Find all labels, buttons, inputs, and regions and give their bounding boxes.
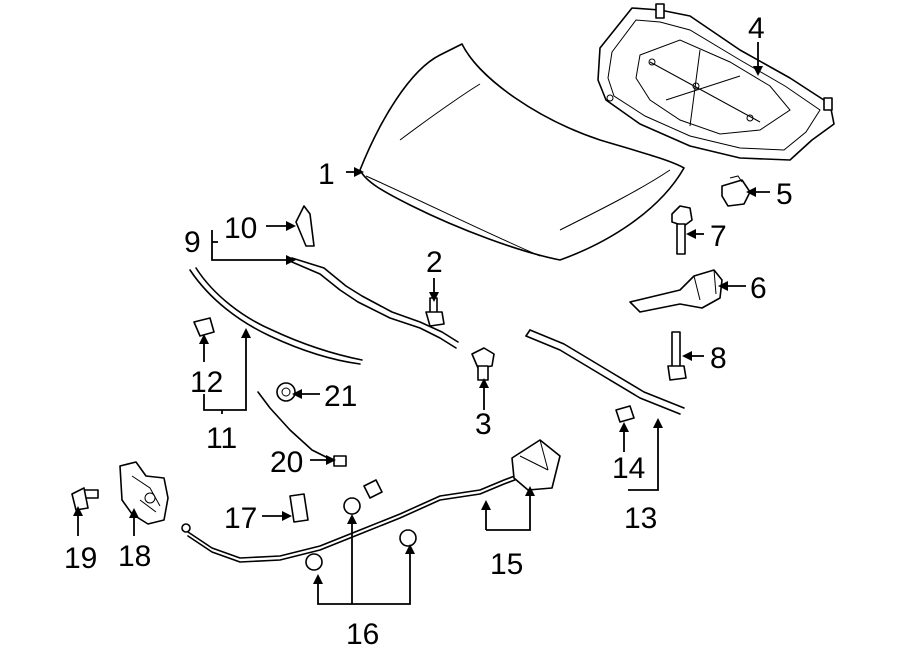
callout-20: 20 [270,446,303,479]
weatherstrip-clip-part [193,317,215,337]
hood-part [359,43,685,261]
rod-grommet-part [615,405,635,423]
callout-21: 21 [324,380,357,413]
callout-4: 4 [748,12,765,45]
callout-5: 5 [776,178,793,211]
bracket-part [629,269,723,313]
arrowheads [73,66,763,584]
bolt-3-part [471,347,495,381]
release-handle-part [257,391,383,499]
callout-18: 18 [118,540,151,573]
hood-bumper-part [295,205,315,247]
callout-7: 7 [710,220,727,253]
callout-3: 3 [475,408,492,441]
hood-seal-part [291,257,459,349]
callout-17: 17 [224,502,257,535]
callout-14: 14 [612,452,645,485]
hood-insulator-part [597,3,835,161]
callout-13: 13 [624,502,657,535]
bolt-2-part [425,297,445,327]
callout-19: 19 [64,542,97,575]
release-cable-part [181,439,561,571]
callout-12: 12 [190,366,223,399]
weatherstrip-part [189,267,363,365]
callout-10: 10 [224,212,257,245]
callout-6: 6 [750,272,767,305]
callout-1: 1 [318,158,335,191]
bolt-19-part [71,487,99,511]
nut-part [276,382,296,402]
bolt-7-part [671,205,693,255]
leader-lines [77,42,770,605]
hood-latch-part [119,461,169,525]
cable-clip-17-part [289,493,309,523]
callout-8: 8 [710,342,727,375]
callout-9: 9 [184,226,201,259]
callout-16: 16 [346,618,379,651]
callout-2: 2 [426,246,443,279]
prop-rod-part [525,329,685,415]
callout-15: 15 [490,548,523,581]
push-clip-part [721,175,751,207]
callout-11: 11 [206,422,237,455]
bolt-8-part [667,331,687,381]
